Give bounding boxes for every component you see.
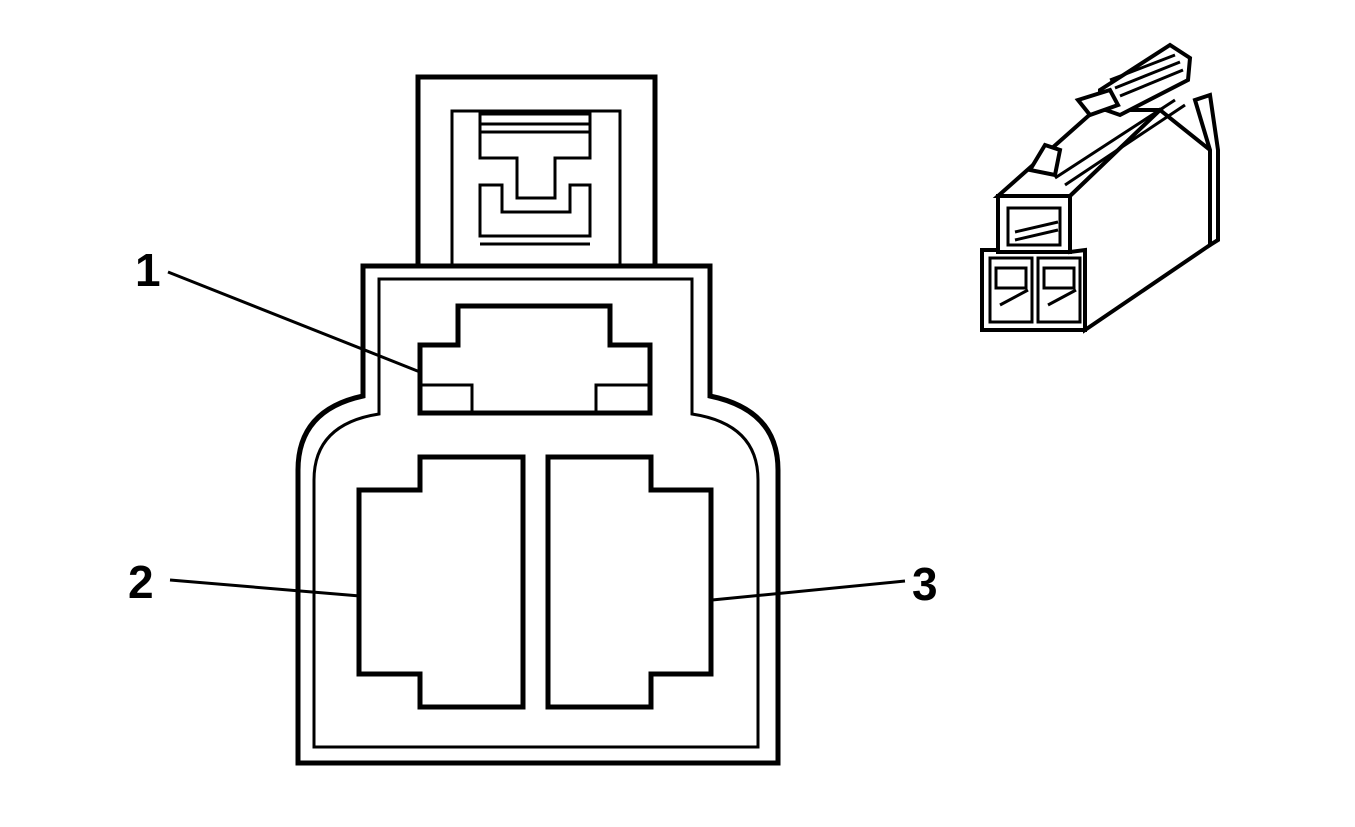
iso-rear-flange <box>1192 92 1220 249</box>
callout-1-label: 1 <box>135 244 161 296</box>
connector-isometric-view <box>980 42 1220 334</box>
callout-2-leader <box>169 578 361 598</box>
iso-cavity-1 <box>1006 206 1062 247</box>
cavity-3 <box>545 454 714 710</box>
cavity-1 <box>417 303 653 416</box>
cavity-2 <box>356 454 526 710</box>
iso-cavity-2 <box>988 256 1034 324</box>
callout-2-label: 2 <box>128 556 154 608</box>
iso-latch-tip <box>1074 87 1121 118</box>
callout-3-leader <box>711 579 906 602</box>
iso-catch <box>1026 142 1063 178</box>
latch-u <box>478 183 592 238</box>
connector-body <box>295 263 781 766</box>
latch-t <box>478 130 592 200</box>
iso-cavity-3 <box>1036 256 1082 324</box>
callout-1-leader <box>167 270 421 374</box>
locking-tab <box>415 74 658 268</box>
callout-3-label: 3 <box>912 558 938 610</box>
